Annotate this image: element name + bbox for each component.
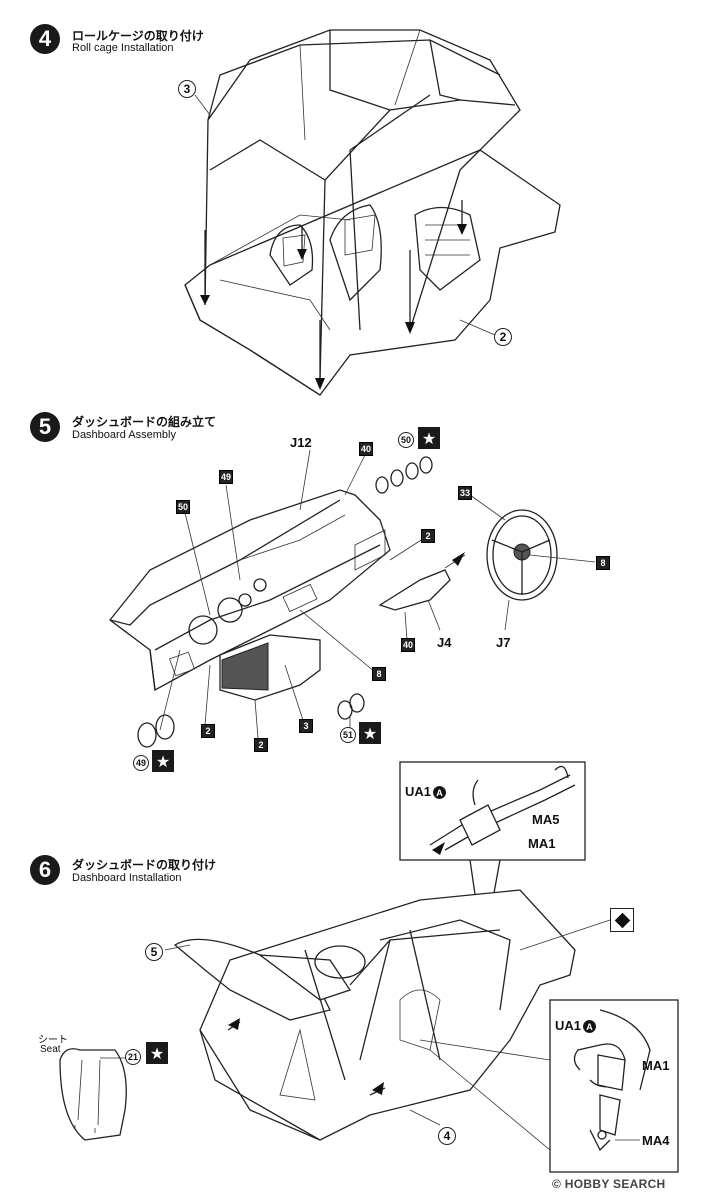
part-2-box-left: 2 [201, 724, 215, 738]
part-49-box: 49 [219, 470, 233, 484]
part-j4-label: J4 [437, 635, 452, 650]
part-33-box: 33 [458, 486, 472, 500]
belt-top-ma5-label: MA5 [532, 812, 560, 827]
step-4-title-jp: ロールケージの取り付け [72, 29, 204, 43]
step-4-number: 4 [30, 24, 60, 54]
part-3-callout: 3 [178, 80, 196, 98]
seat-label-en: Seat [40, 1044, 61, 1055]
belt-bottom-ma1-label: MA1 [642, 1058, 670, 1073]
part-50-box: 50 [176, 500, 190, 514]
part-2-box-right: 2 [421, 529, 435, 543]
part-3-box: 3 [299, 719, 313, 733]
star-icon: ★ [152, 750, 174, 772]
belt-bottom-ma4-label: MA4 [642, 1133, 670, 1148]
belt-top-a-mark: A [433, 786, 447, 800]
part-40-box-column: 40 [401, 638, 415, 652]
copyright-symbol: © [552, 1177, 562, 1191]
part-8-box-console: 8 [372, 667, 386, 681]
seat-drawing [59, 1048, 128, 1141]
part-51-lens-callout: 51 [340, 727, 356, 743]
diamond-shape [614, 912, 630, 928]
seat-label-jp: シート [38, 1035, 68, 1046]
part-8-box-wheel: 8 [596, 556, 610, 570]
step5-dashboard-drawing [109, 449, 596, 748]
step6-body-drawing [164, 889, 611, 1151]
step-6-title-en: Dashboard Installation [72, 872, 182, 884]
hobby-search-watermark: © HOBBY SEARCH [552, 1177, 666, 1191]
diamond-icon [610, 908, 634, 932]
step-5-title-jp: ダッシュボードの組み立て [72, 415, 217, 429]
step-5-title-en: Dashboard Assembly [72, 429, 176, 441]
step6-belt-detail-top [399, 761, 586, 916]
part-49-lens-callout: 49 [133, 755, 149, 771]
part-50-lens-callout: 50 [398, 432, 414, 448]
star-icon: ★ [418, 427, 440, 449]
step-4-title-en: Roll cage Installation [72, 42, 174, 54]
part-j12-label: J12 [290, 435, 312, 450]
step-6-title-jp: ダッシュボードの取り付け [72, 858, 217, 872]
watermark-brand: HOBBY SEARCH [564, 1177, 666, 1191]
part-21-callout: 21 [125, 1049, 141, 1065]
part-5-callout: 5 [145, 943, 163, 961]
part-2-callout: 2 [494, 328, 512, 346]
step4-body-drawing [184, 29, 561, 396]
star-icon: ★ [146, 1042, 168, 1064]
part-j7-label: J7 [496, 635, 511, 650]
part-4-callout: 4 [438, 1127, 456, 1145]
belt-bottom-a-mark: A [583, 1020, 597, 1034]
step-6-number: 6 [30, 855, 60, 885]
step6-belt-detail-bottom [549, 999, 679, 1173]
part-2-box-bottom: 2 [254, 738, 268, 752]
step-5-number: 5 [30, 412, 60, 442]
part-40-box-top: 40 [359, 442, 373, 456]
star-icon: ★ [359, 722, 381, 744]
belt-top-ma1-label: MA1 [528, 836, 556, 851]
